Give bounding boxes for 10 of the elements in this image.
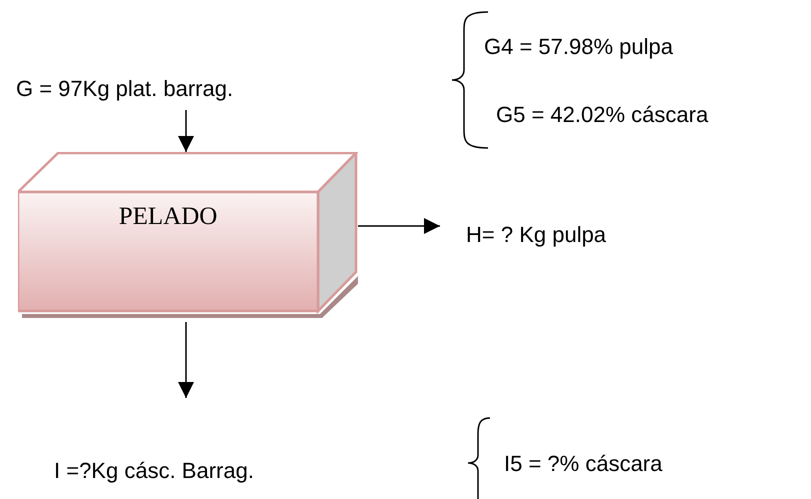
process-label: PELADO <box>118 204 218 230</box>
composition-note: I5 = ?% cáscara <box>504 451 662 477</box>
arrow <box>178 322 194 398</box>
stream-label: I =?Kg cásc. Barrag. <box>54 458 254 484</box>
composition-note: G4 = 57.98% pulpa <box>484 34 673 60</box>
composition-note: G5 = 42.02% cáscara <box>496 102 708 128</box>
arrow <box>358 218 440 234</box>
stream-label: H= ? Kg pulpa <box>466 222 606 248</box>
arrow <box>178 110 194 152</box>
stream-label: G = 97Kg plat. barrag. <box>16 76 234 102</box>
